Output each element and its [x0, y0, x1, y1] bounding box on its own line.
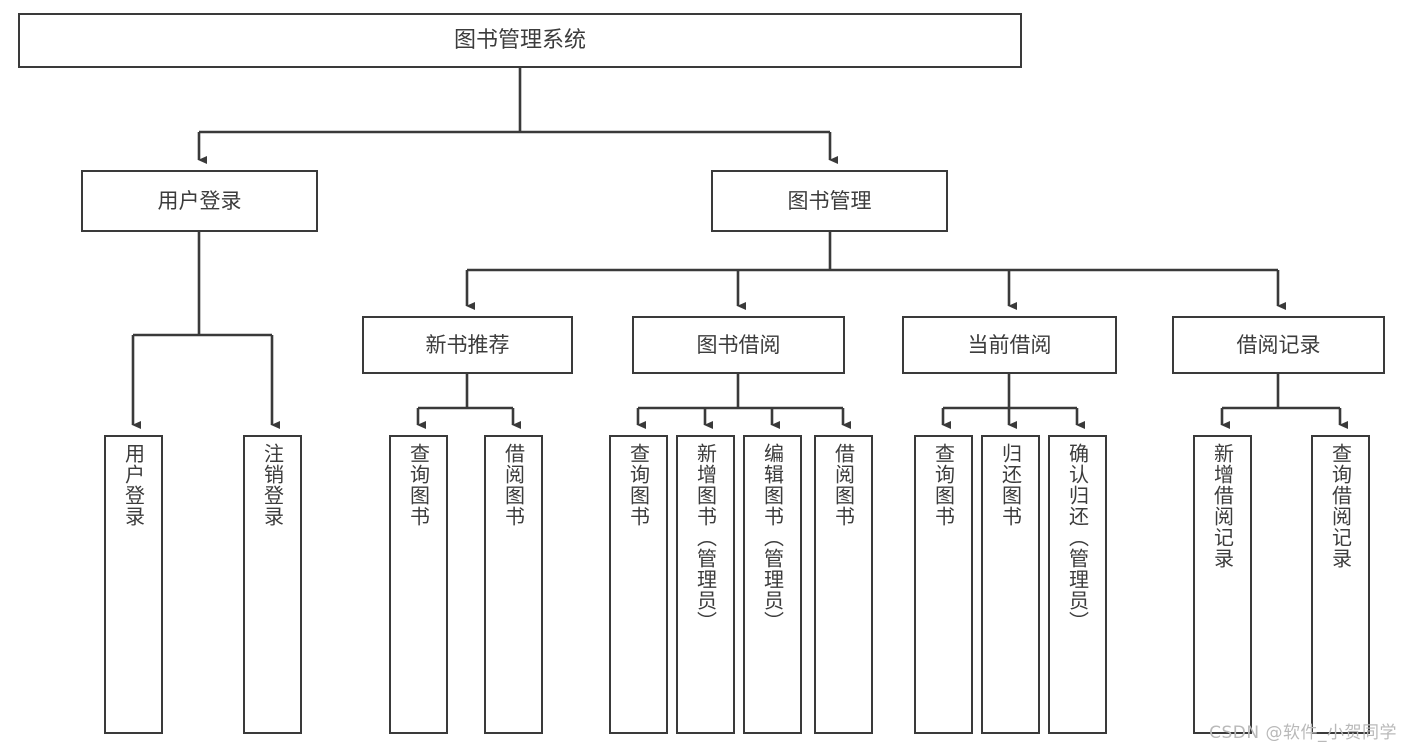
- node-label: 借阅图书: [501, 443, 526, 527]
- node-label: 当前借阅: [967, 332, 1052, 357]
- node-label: 新增图书（管理员）: [693, 443, 718, 632]
- leaf-query-book-current[interactable]: 查询图书: [914, 435, 973, 734]
- node-current-borrow[interactable]: 当前借阅: [902, 316, 1117, 374]
- node-label: 借阅记录: [1236, 332, 1321, 357]
- node-label: 图书借阅: [696, 332, 781, 357]
- node-label: 借阅图书: [831, 443, 856, 527]
- node-label: 查询图书: [626, 443, 651, 527]
- node-label: 确认归还（管理员）: [1065, 443, 1090, 632]
- node-label: 注销登录: [260, 443, 285, 527]
- node-label: 新书推荐: [425, 332, 510, 357]
- node-user-login[interactable]: 用户登录: [81, 170, 318, 232]
- leaf-query-book-recommend[interactable]: 查询图书: [389, 435, 448, 734]
- leaf-add-borrow-record[interactable]: 新增借阅记录: [1193, 435, 1252, 734]
- leaf-query-book-borrow[interactable]: 查询图书: [609, 435, 668, 734]
- leaf-edit-book-admin[interactable]: 编辑图书（管理员）: [743, 435, 802, 734]
- node-label: 图书管理系统: [453, 27, 586, 53]
- leaf-borrow-book-borrow[interactable]: 借阅图书: [814, 435, 873, 734]
- node-borrow-record[interactable]: 借阅记录: [1172, 316, 1385, 374]
- node-label: 新增借阅记录: [1210, 443, 1235, 569]
- node-label: 用户登录: [121, 443, 146, 527]
- node-label: 归还图书: [998, 443, 1023, 527]
- leaf-borrow-book-recommend[interactable]: 借阅图书: [484, 435, 543, 734]
- node-book-management[interactable]: 图书管理: [711, 170, 948, 232]
- watermark: CSDN @软件_小贺同学: [1209, 723, 1397, 743]
- leaf-confirm-return-admin[interactable]: 确认归还（管理员）: [1048, 435, 1107, 734]
- leaf-query-borrow-record[interactable]: 查询借阅记录: [1311, 435, 1370, 734]
- node-book-borrow[interactable]: 图书借阅: [632, 316, 845, 374]
- node-label: 图书管理: [787, 188, 872, 213]
- node-root-system[interactable]: 图书管理系统: [18, 13, 1022, 68]
- node-new-book-recommend[interactable]: 新书推荐: [362, 316, 573, 374]
- leaf-return-book[interactable]: 归还图书: [981, 435, 1040, 734]
- node-label: 查询图书: [931, 443, 956, 527]
- leaf-add-book-admin[interactable]: 新增图书（管理员）: [676, 435, 735, 734]
- leaf-user-login[interactable]: 用户登录: [104, 435, 163, 734]
- node-label: 查询图书: [406, 443, 431, 527]
- node-label: 用户登录: [157, 188, 242, 213]
- node-label: 查询借阅记录: [1328, 443, 1353, 569]
- node-label: 编辑图书（管理员）: [760, 443, 785, 632]
- leaf-logout[interactable]: 注销登录: [243, 435, 302, 734]
